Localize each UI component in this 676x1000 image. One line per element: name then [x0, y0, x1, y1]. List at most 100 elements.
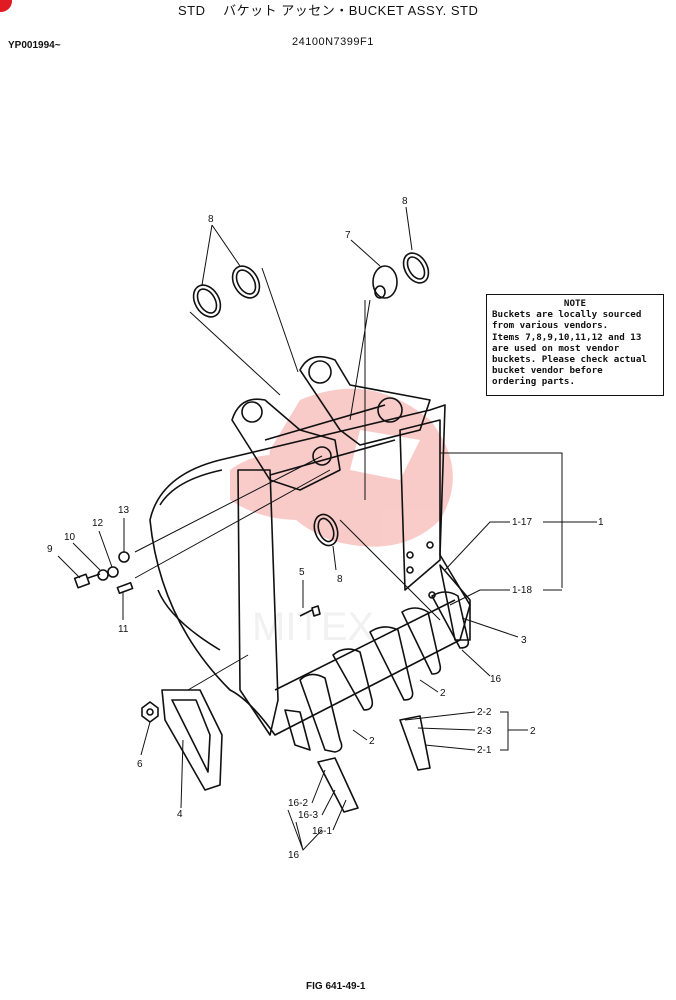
- o-ring-2-inner: [235, 269, 257, 295]
- label-16: 16: [490, 674, 502, 685]
- boss-hole-left: [241, 401, 263, 423]
- leader-8b: [405, 206, 413, 251]
- label-11: 11: [118, 624, 129, 635]
- note-line: from various vendors.: [492, 320, 609, 332]
- note-line: ordering parts.: [492, 376, 575, 388]
- watermark-logo: MITEX: [230, 388, 453, 649]
- note-box: NOTE Buckets are locally sourced from va…: [486, 294, 664, 396]
- figure-number: FIG 641-49-1: [306, 981, 366, 992]
- leader-16-bracket: [287, 809, 323, 851]
- label-2-3: 2-3: [477, 726, 492, 737]
- boss-bracket-right: [299, 355, 431, 446]
- label-16-3: 16-3: [298, 810, 318, 821]
- leader-2-3: [417, 727, 476, 731]
- o-ring-4: [313, 513, 339, 547]
- label-2-upper: 2: [440, 688, 446, 699]
- label-2-2: 2-2: [477, 707, 492, 718]
- label-1-18: 1-18: [512, 585, 532, 596]
- hex-nut-hole: [146, 708, 154, 716]
- label-16-group: 16: [288, 850, 300, 861]
- bucket-shell: [149, 404, 471, 736]
- side-plate-left: [237, 469, 279, 736]
- label-2-1: 2-1: [477, 745, 492, 756]
- leader-2-2: [404, 711, 476, 721]
- tooth-3: [369, 626, 414, 701]
- label-10: 10: [64, 532, 76, 543]
- exploded-tooth: [399, 715, 431, 771]
- side-cutter-left: [284, 709, 311, 751]
- lip-bolt-2: [426, 541, 434, 549]
- note-title: NOTE: [563, 298, 587, 309]
- boss-hole-right: [308, 360, 332, 384]
- label-1: 1: [598, 517, 604, 528]
- label-6: 6: [137, 759, 143, 770]
- note-line: bucket vendor before: [492, 365, 603, 377]
- leader-10: [72, 542, 101, 571]
- leader-2-1: [424, 744, 476, 751]
- leader-1-18: [449, 589, 562, 606]
- leader-1-top: [440, 452, 563, 588]
- leader-1-17: [444, 521, 597, 571]
- side-plate-right: [399, 419, 441, 591]
- leader-16-1: [332, 799, 347, 831]
- label-12: 12: [92, 518, 104, 529]
- serial-range: YP001994~: [8, 40, 61, 51]
- shim: [372, 265, 398, 299]
- leader-8c: [332, 545, 337, 571]
- leader-pin-left: [134, 455, 331, 579]
- washer-10: [97, 569, 109, 581]
- leader-16-3: [321, 789, 336, 816]
- page-title: STD バケット アッセン・BUCKET ASSY. STD: [178, 3, 479, 18]
- washer-13: [118, 551, 130, 563]
- tooth-2: [332, 648, 374, 711]
- label-13: 13: [118, 505, 130, 516]
- tooth-1: [299, 673, 343, 753]
- note-line: Items 7,8,9,10,11,12 and 13: [492, 331, 642, 343]
- bolt-item-5-head: [311, 605, 321, 617]
- leader-12: [98, 530, 113, 568]
- bolt-item-5: [299, 609, 313, 617]
- boss-hole-right-2: [377, 397, 403, 423]
- bucket-side-curve: [159, 469, 223, 506]
- note-line: are used on most vendor: [492, 342, 620, 354]
- leader-8a: [201, 224, 241, 286]
- label-4: 4: [177, 809, 183, 820]
- label-7: 7: [345, 230, 351, 241]
- bolt-head: [73, 573, 91, 589]
- leader-2a: [352, 729, 368, 741]
- boss-hole-left-2: [312, 446, 332, 466]
- label-16-2: 16-2: [288, 798, 308, 809]
- label-8-lower: 8: [337, 574, 343, 585]
- note-line: Buckets are locally sourced: [492, 309, 642, 321]
- o-ring-1: [192, 284, 222, 318]
- tooth-4: [401, 607, 442, 675]
- label-1-17: 1-17: [512, 517, 532, 528]
- leader-6: [140, 721, 151, 756]
- bucket-lip: [274, 599, 456, 691]
- o-ring-3: [402, 252, 430, 284]
- leader-2-bracket: [500, 711, 528, 751]
- label-5: 5: [299, 567, 305, 578]
- side-cutter: [439, 564, 471, 641]
- leader-plate: [187, 654, 249, 691]
- note-line: buckets. Please check actual: [492, 354, 647, 366]
- label-3: 3: [521, 635, 527, 646]
- part-number: 24100N7399F1: [292, 36, 374, 48]
- leader-7: [350, 239, 381, 267]
- leader-2b: [419, 679, 439, 693]
- o-ring-3-inner: [406, 256, 426, 280]
- o-ring-2: [231, 265, 261, 299]
- leader-ring-left: [189, 267, 299, 396]
- lip-bolt-1: [406, 551, 414, 559]
- label-2-group: 2: [530, 726, 536, 737]
- o-ring-1-inner: [196, 288, 218, 314]
- label-9: 9: [47, 544, 53, 555]
- o-ring-4-inner: [317, 517, 335, 543]
- label-8-left: 8: [208, 214, 214, 225]
- leader-9: [57, 555, 81, 579]
- bucket-inner-curve: [157, 589, 221, 651]
- shim-hole: [374, 285, 386, 299]
- leader-ring-down: [339, 299, 441, 621]
- exploded-tooth-16: [317, 757, 359, 813]
